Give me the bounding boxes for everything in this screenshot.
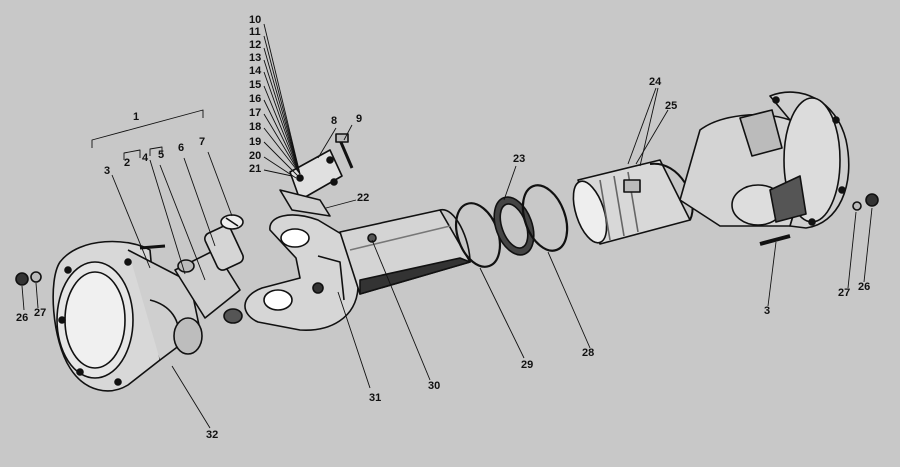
callout-27-left: 27: [34, 307, 47, 319]
callout-17: 17: [249, 107, 262, 119]
callout-9: 9: [356, 113, 363, 125]
callout-21: 21: [249, 163, 262, 175]
callout-28: 28: [582, 347, 595, 359]
shaft-tube: [339, 209, 471, 295]
right-nut-and-washer: [852, 193, 879, 211]
bearing-ring-23: [493, 196, 535, 256]
callout-24: 24: [649, 76, 662, 88]
callout-29: 29: [521, 359, 534, 371]
callout-5: 5: [158, 149, 165, 161]
callout-30: 30: [428, 380, 441, 392]
callout-11: 11: [249, 26, 261, 38]
callout-12: 12: [249, 39, 262, 51]
callout-16: 16: [249, 93, 262, 105]
cover-plate: [279, 133, 354, 217]
callout-22: 22: [357, 192, 370, 204]
callout-13: 13: [249, 52, 262, 64]
left-flange-housing: [52, 240, 203, 392]
callout-32: 32: [206, 429, 219, 441]
callout-31: 31: [369, 392, 382, 404]
splined-sleeve: [572, 159, 694, 245]
universal-joint-cross: [139, 214, 244, 324]
callout-15: 15: [249, 79, 262, 91]
callout-14: 14: [249, 65, 262, 77]
callout-7: 7: [199, 136, 206, 148]
left-nut-and-washer: [15, 271, 42, 286]
callout-1: 1: [133, 111, 140, 123]
callout-8: 8: [331, 115, 338, 127]
right-gear-housing: [679, 91, 850, 246]
callout-23: 23: [513, 153, 526, 165]
callout-27-right: 27: [838, 287, 851, 299]
seal-ring-28: [521, 184, 569, 252]
callout-10: 10: [249, 14, 262, 26]
callout-4: 4: [142, 152, 149, 164]
callout-19: 19: [249, 136, 262, 148]
callout-6: 6: [178, 142, 185, 154]
yoke: [244, 214, 359, 331]
callout-26-right: 26: [858, 281, 871, 293]
callout-2: 2: [124, 157, 131, 169]
callout-3-left: 3: [104, 165, 111, 177]
callout-18: 18: [249, 121, 262, 133]
callout-20: 20: [249, 150, 262, 162]
leader-lines: [21, 23, 873, 429]
callout-3-right: 3: [764, 305, 771, 317]
callout-25: 25: [665, 100, 678, 112]
callout-26-left: 26: [16, 312, 29, 324]
